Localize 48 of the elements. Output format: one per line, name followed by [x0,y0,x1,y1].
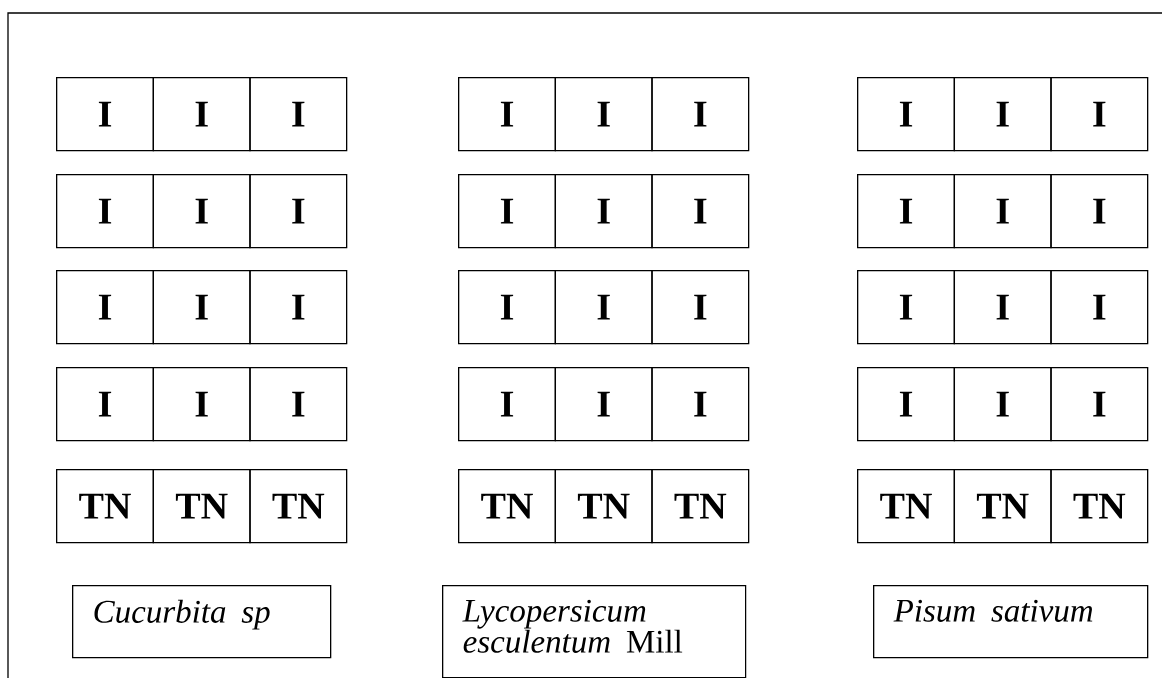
plot-cell: I [249,174,348,249]
plot-cell: I [458,77,556,152]
plot-cell: I [458,174,556,249]
plot-cell: I [152,77,251,152]
plot-cell: I [152,270,251,345]
plot-cell: I [458,270,556,345]
species-label-box: Lycopersicum esculentum Mill [442,585,747,678]
plot-cell: I [1050,174,1149,249]
plot-cell: I [554,270,653,345]
plot-cell: I [56,270,154,345]
plot-cell: I [56,77,154,152]
plot-cell: I [249,77,348,152]
plot-cell: I [953,270,1052,345]
plot-cell: I [56,367,154,442]
plot-cell: I [554,77,653,152]
plot-cell: I [56,174,154,249]
plot-cell: I [458,367,556,442]
plot-cell: I [857,367,955,442]
plot-cell: I [857,270,955,345]
species-label-box: Cucurbita sp [72,585,332,659]
plot-cell: I [249,367,348,442]
plot-cell: I [554,367,653,442]
plot-cell: I [554,174,653,249]
plot-cell: TN [152,469,251,544]
plot-cell: I [651,77,750,152]
plot-cell: I [651,270,750,345]
plot-cell: TN [857,469,955,544]
plot-cell: TN [953,469,1052,544]
plot-cell: I [1050,270,1149,345]
plot-cell: I [857,174,955,249]
plot-cell: I [249,270,348,345]
species-label-box: Pisum sativum [873,585,1149,659]
plot-cell: TN [1050,469,1149,544]
plot-cell: TN [651,469,750,544]
plot-cell: TN [554,469,653,544]
plot-cell: I [953,174,1052,249]
plot-cell: I [953,367,1052,442]
plot-cell: I [1050,367,1149,442]
plot-cell: I [651,367,750,442]
plot-cell: TN [458,469,556,544]
plot-cell: I [1050,77,1149,152]
plot-cell: I [651,174,750,249]
plot-cell: TN [56,469,154,544]
plot-cell: I [152,174,251,249]
plot-cell: I [152,367,251,442]
plot-cell: I [953,77,1052,152]
plot-cell: I [857,77,955,152]
plot-cell: TN [249,469,348,544]
